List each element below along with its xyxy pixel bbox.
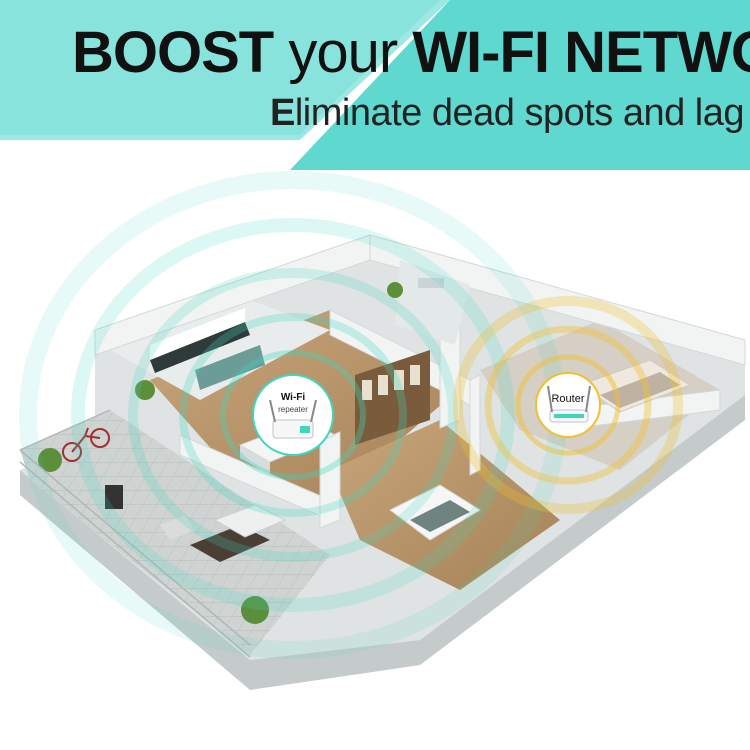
- walls: [94, 234, 746, 529]
- wifi-repeater-badge: Wi-Fi repeater: [252, 374, 334, 456]
- router-signal-rings: [453, 296, 683, 514]
- balcony-railing: [19, 409, 251, 658]
- headline-boost: BOOST: [72, 20, 274, 85]
- bathroom: [395, 260, 470, 345]
- headline-wifi-network: WI-FI NETWORK: [412, 20, 750, 85]
- subheadline-initial: E: [270, 92, 295, 134]
- kitchen-floor: [110, 300, 330, 400]
- headline-your: your: [288, 20, 398, 85]
- repeater-label-wifi: Wi-Fi: [281, 392, 306, 403]
- subheadline: Eliminate dead spots and lag: [270, 88, 745, 138]
- guest-bed: [389, 484, 481, 541]
- kitchen-cabinets: [150, 308, 265, 390]
- banner-dark-shape: [290, 0, 750, 170]
- bicycle-icon: [62, 427, 110, 462]
- router-badge: Router: [535, 372, 601, 438]
- router-label: Router: [551, 393, 584, 405]
- repeater-label-repeater: repeater: [278, 405, 308, 414]
- subheadline-rest: liminate dead spots and lag: [294, 92, 745, 134]
- headline: BOOST your WI-FI NETWORK: [72, 18, 750, 88]
- balcony-furniture: [38, 282, 403, 624]
